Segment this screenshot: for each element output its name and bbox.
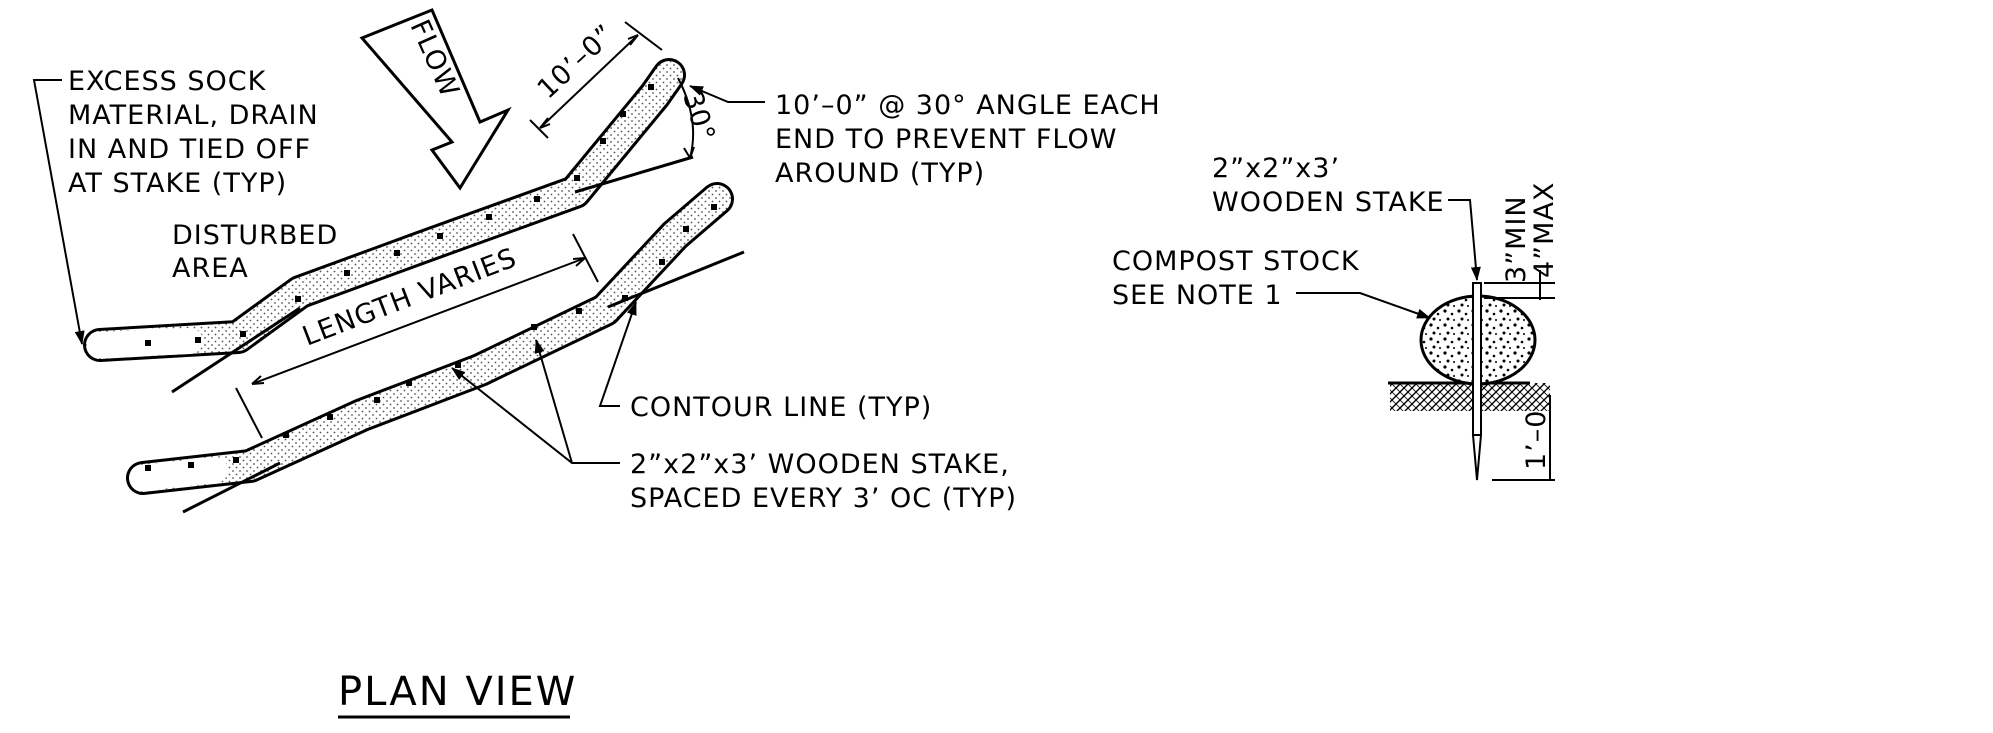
plan-view: FLOW — [32, 8, 1161, 719]
excess-sock-callout: EXCESS SOCK MATERIAL, DRAIN IN AND TIED … — [32, 66, 319, 345]
max-dimension: 4”MAX — [1529, 182, 1560, 278]
disturbed-area-line-1: DISTURBED — [172, 220, 338, 251]
upper-sock-stakes — [145, 84, 654, 346]
compost-callout: COMPOST STOCK SEE NOTE 1 — [1112, 246, 1431, 319]
stake-label-line-2: WOODEN STAKE — [1212, 187, 1445, 218]
excess-sock-line-3: IN AND TIED OFF — [68, 134, 311, 165]
plan-view-title: PLAN VIEW — [338, 669, 577, 715]
end-note-line-3: AROUND (TYP) — [775, 158, 985, 189]
stake-callout: 2”x2”x3’ WOODEN STAKE — [1212, 153, 1481, 281]
wooden-stake — [1471, 282, 1483, 481]
flow-label: FLOW — [404, 15, 465, 102]
section-view: 3”MIN 4”MAX 1’–0 2”x2”x3’ WOODEN STAKE C… — [1112, 153, 1560, 481]
lower-sock-stakes — [145, 204, 717, 471]
end-note-line-2: END TO PREVENT FLOW — [775, 124, 1117, 155]
excess-sock-line-4: AT STAKE (TYP) — [68, 168, 287, 199]
end-note-callout: 10’–0” @ 30° ANGLE EACH END TO PREVENT F… — [689, 85, 1161, 189]
stake-note-callout: 2”x2”x3’ WOODEN STAKE, SPACED EVERY 3’ O… — [451, 339, 1017, 514]
compost-label-line-2: SEE NOTE 1 — [1112, 280, 1283, 311]
stake-label-line-1: 2”x2”x3’ — [1212, 153, 1340, 184]
min-dimension: 3”MIN — [1501, 195, 1532, 283]
excess-sock-line-2: MATERIAL, DRAIN — [68, 100, 319, 131]
stake-note-line-2: SPACED EVERY 3’ OC (TYP) — [630, 483, 1017, 514]
disturbed-area-line-2: AREA — [172, 253, 249, 284]
contour-callout: CONTOUR LINE (TYP) — [598, 301, 932, 423]
stake-note-line-1: 2”x2”x3’ WOODEN STAKE, — [630, 449, 1010, 480]
lower-sock — [126, 182, 734, 495]
end-note-line-1: 10’–0” @ 30° ANGLE EACH — [775, 90, 1161, 121]
flow-arrow: FLOW — [359, 8, 512, 191]
excess-sock-line-1: EXCESS SOCK — [68, 66, 267, 97]
ground-hatch — [1390, 383, 1550, 411]
depth-dimension: 1’–0 — [1521, 410, 1552, 470]
contour-lines — [171, 155, 745, 514]
contour-label: CONTOUR LINE (TYP) — [630, 392, 932, 423]
compost-label-line-1: COMPOST STOCK — [1112, 246, 1360, 277]
stake-dimensions: 3”MIN 4”MAX 1’–0 — [1484, 182, 1560, 481]
